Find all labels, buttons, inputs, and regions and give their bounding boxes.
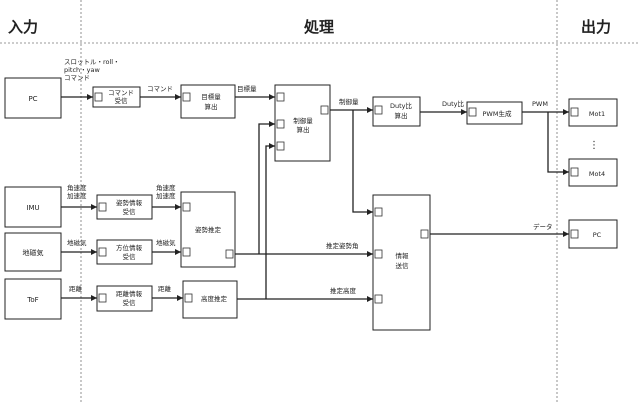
pc-input-label: PC: [28, 95, 37, 103]
info-send-line2: 送信: [396, 261, 410, 270]
label-throttle-line3: コマンド: [64, 74, 90, 82]
block-direction-rx: 方位情報 受信: [96, 239, 153, 265]
header-process: 処理: [303, 18, 334, 36]
label-angvel2-line1: 角速度: [156, 183, 176, 192]
command-rx-line1: コマンド: [108, 89, 134, 97]
label-command: コマンド: [147, 85, 173, 93]
duty-calc-line2: 算出: [395, 111, 408, 120]
block-tof: ToF: [4, 278, 62, 320]
direction-rx-line2: 受信: [123, 252, 137, 261]
magnetometer-label: 地磁気: [23, 248, 44, 257]
distance-rx-line2: 受信: [123, 298, 137, 307]
block-magnetometer: 地磁気: [4, 232, 62, 272]
label-throttle-line1: スロットル・roll・: [64, 58, 120, 66]
block-attitude-rx: 姿勢情報 受信: [96, 194, 153, 220]
motor1-label: Mot1: [589, 110, 605, 118]
block-imu: IMU: [4, 186, 62, 228]
block-pc-input: PC: [4, 77, 62, 119]
label-distance1: 距離: [69, 284, 83, 293]
target-calc-line1: 目標量: [201, 92, 221, 101]
info-send-line1: 情報: [396, 251, 410, 260]
motor-ellipsis: ⋮: [589, 140, 599, 151]
label-throttle-line2: pitch・yaw: [64, 66, 101, 74]
label-duty: Duty比: [442, 99, 465, 108]
block-target-calc: 目標量 算出: [180, 84, 236, 119]
connections: [61, 94, 569, 302]
block-distance-rx: 距離情報 受信: [96, 285, 153, 312]
imu-label: IMU: [26, 204, 39, 212]
block-info-send: 情報 送信: [372, 194, 431, 331]
label-control: 制御量: [339, 97, 359, 106]
label-estimated-altitude: 推定高度: [330, 286, 357, 295]
label-estimated-attitude: 推定姿勢角: [326, 241, 359, 250]
block-command-rx: コマンド 受信: [92, 86, 141, 108]
label-angvel2-line2: 加速度: [156, 191, 176, 200]
block-attitude-estimation: 姿勢推定: [180, 191, 236, 268]
attitude-rx-line2: 受信: [123, 207, 137, 216]
control-calc-line1: 制御量: [293, 116, 313, 125]
label-geomag2: 地磁気: [156, 238, 176, 247]
block-pc-output: PC: [568, 219, 618, 249]
direction-rx-line1: 方位情報: [116, 243, 143, 252]
block-pwm-generation: PWM生成: [466, 101, 523, 125]
block-altitude-estimation: 高度推定: [182, 280, 238, 319]
label-target: 目標量: [237, 84, 257, 93]
block-duty-calc: Duty比 算出: [372, 96, 421, 127]
header-input: 入力: [8, 18, 38, 36]
tof-label: ToF: [26, 296, 38, 304]
label-angvel-line2: 加速度: [67, 191, 87, 200]
block-motor1: Mot1: [568, 98, 618, 127]
altitude-estimation-label: 高度推定: [201, 294, 228, 303]
label-angvel-line1: 角速度: [67, 183, 87, 192]
pc-output-label: PC: [593, 231, 602, 239]
motor4-label: Mot4: [589, 170, 605, 178]
label-data: データ: [533, 222, 553, 231]
distance-rx-line1: 距離情報: [116, 289, 143, 298]
attitude-estimation-label: 姿勢推定: [195, 225, 222, 234]
attitude-rx-line1: 姿勢情報: [116, 198, 143, 207]
header-output: 出力: [581, 18, 611, 36]
control-calc-line2: 算出: [297, 125, 310, 134]
label-geomag: 地磁気: [67, 238, 87, 247]
label-pwm: PWM: [532, 100, 548, 108]
duty-calc-line1: Duty比: [390, 101, 413, 110]
label-distance2: 距離: [158, 284, 172, 293]
block-motor4: Mot4: [568, 158, 618, 187]
pwm-generation-label: PWM生成: [483, 109, 512, 118]
signal-labels: スロットル・roll・ pitch・yaw コマンド 角速度 加速度 地磁気 距…: [64, 58, 553, 295]
command-rx-line2: 受信: [115, 96, 129, 105]
block-control-calc: 制御量 算出: [274, 84, 331, 162]
target-calc-line2: 算出: [205, 102, 218, 111]
